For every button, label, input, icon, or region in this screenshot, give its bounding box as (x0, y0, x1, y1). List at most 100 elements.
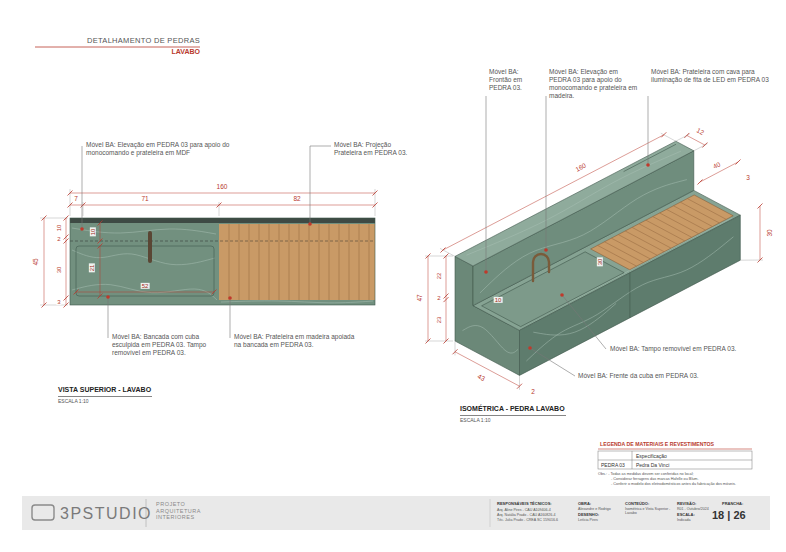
dimension-value: 3 (745, 175, 751, 182)
title-block-text: Alexandre e Rodrigo (578, 507, 611, 511)
leader-dot (484, 270, 488, 274)
dimension-line (70, 193, 375, 194)
joint-line (629, 273, 630, 318)
dimension-line (760, 206, 761, 260)
scale-note: ESCALA 1:10 (58, 398, 89, 404)
dimension-tick (42, 303, 47, 308)
dimension-value: 82 (292, 196, 301, 203)
dimension-tick (98, 244, 103, 249)
view-title: ISOMÉTRICA - PEDRA LAVABO (460, 405, 565, 414)
dimension-value: 2 (530, 389, 536, 396)
title-block-field: DESENHO: (578, 513, 599, 518)
dimension-tick (64, 296, 69, 301)
leader-dot (106, 295, 110, 299)
title-block-text: R01 - Outubro/2024 (677, 507, 709, 511)
logo-text: 3PSTUDIO (60, 504, 152, 524)
dimension-line (44, 218, 45, 305)
callout-text: Móvel BA: Frontão em PEDRA 03. (489, 68, 537, 92)
leader-line (530, 348, 575, 376)
scale-note: ESCALA 1:10 (460, 417, 491, 423)
backsplash-edge (70, 218, 375, 223)
dimension-value: 2 (436, 295, 441, 301)
dimension-tick (444, 297, 449, 302)
sheet-subtitle: LEGENDA DE MATERIAIS E REVESTIMENTOS (600, 441, 714, 447)
title-block-field: PRANCHA: (722, 502, 743, 507)
leader-dot (560, 293, 564, 297)
leader-dot (544, 248, 548, 252)
dimension-line (66, 218, 67, 305)
wood-slat (289, 224, 290, 300)
leader-line (108, 297, 109, 338)
dimension-value: 7 (73, 196, 79, 203)
logo-mark (32, 505, 54, 520)
dimension-line (100, 223, 101, 241)
wood-slat (279, 224, 280, 300)
removable-lid (482, 252, 625, 327)
extension-line (661, 133, 676, 141)
sheet-subtitle: LAVABO (160, 48, 200, 57)
note-text: Obs.: - Todas as medidas devem ser confe… (598, 472, 694, 477)
title-block-field: CONTEÚDO: (625, 502, 649, 507)
dimension-and-leader-lines (40, 96, 763, 390)
note-text: - Considerar ferragens das marcas Hafell… (611, 477, 699, 482)
dimension-value: 47 (417, 293, 424, 302)
callout-text: Móvel BA: Tampo removível em PEDRA 03. (610, 345, 736, 353)
dimension-value: 23 (436, 316, 442, 325)
dimension-tick (758, 204, 763, 209)
title-block-text: Arq. Aline Pires - CAU A109406-4 (497, 508, 551, 512)
title-block-text: Isométrica e Vista Superior - Lavabo (625, 507, 671, 516)
title-block-divider (490, 499, 491, 527)
wood-slat (299, 224, 300, 300)
extension-line (425, 256, 453, 257)
faucet-symbol (148, 231, 152, 263)
note-text: - Conferir o modelo dos eletrodomésticos… (611, 482, 736, 487)
title-block-field: RESPONSÁVEIS TÉCNICOS: (497, 502, 552, 507)
dimension-value: 52 (141, 282, 150, 288)
extension-line (425, 341, 453, 342)
dimension-value: 40 (711, 161, 722, 171)
isometric-view (455, 141, 740, 375)
dimension-value: 30 (597, 258, 603, 267)
legend-table-col (632, 451, 633, 469)
dimension-tick (64, 303, 69, 308)
dimension-tick (684, 133, 689, 138)
dimension-tick (64, 216, 69, 221)
dimension-line (428, 256, 429, 341)
leader-dot (80, 227, 84, 231)
dimension-tick (373, 203, 378, 208)
leader-line (486, 96, 487, 272)
extension-line (440, 248, 455, 256)
dimension-tick (64, 239, 69, 244)
dimension-tick (98, 221, 103, 226)
dimension-value: 10 (56, 224, 62, 233)
wood-slat (229, 224, 230, 300)
dimension-tick (42, 216, 47, 221)
dimension-tick (98, 239, 103, 244)
dimension-value: 30 (56, 266, 62, 275)
stone-slab (70, 218, 375, 305)
dimension-tick (758, 258, 763, 263)
callout-text: Móvel BA: Frente da cuba em PEDRA 03. (578, 372, 699, 380)
slab-outline (70, 218, 375, 305)
title-block-band (22, 496, 770, 530)
wood-slat (369, 224, 370, 300)
dimension-tick (426, 254, 431, 259)
extension-line (455, 341, 456, 355)
extension-line (519, 375, 520, 389)
leader-line (310, 146, 331, 224)
callout-text: Móvel BA: Prateleira com cava para ilumi… (651, 68, 769, 84)
leader-dot (646, 163, 650, 167)
leader-dot (228, 296, 232, 300)
faucet-symbol (533, 254, 549, 281)
dimension-value: 71 (140, 196, 149, 203)
view-title: VISTA SUPERIOR - LAVABO (58, 386, 151, 395)
title-block-text: Arq. Natália Prado - CAU A160826-4 (497, 513, 556, 517)
dimension-tick (661, 132, 666, 137)
marble-vein (463, 326, 519, 354)
dimension-tick (74, 290, 79, 295)
dimension-tick (98, 294, 103, 299)
leader-line (82, 146, 83, 229)
dimension-tick (212, 290, 217, 295)
leader-line (546, 96, 547, 250)
dimension-value: 45 (33, 257, 40, 266)
